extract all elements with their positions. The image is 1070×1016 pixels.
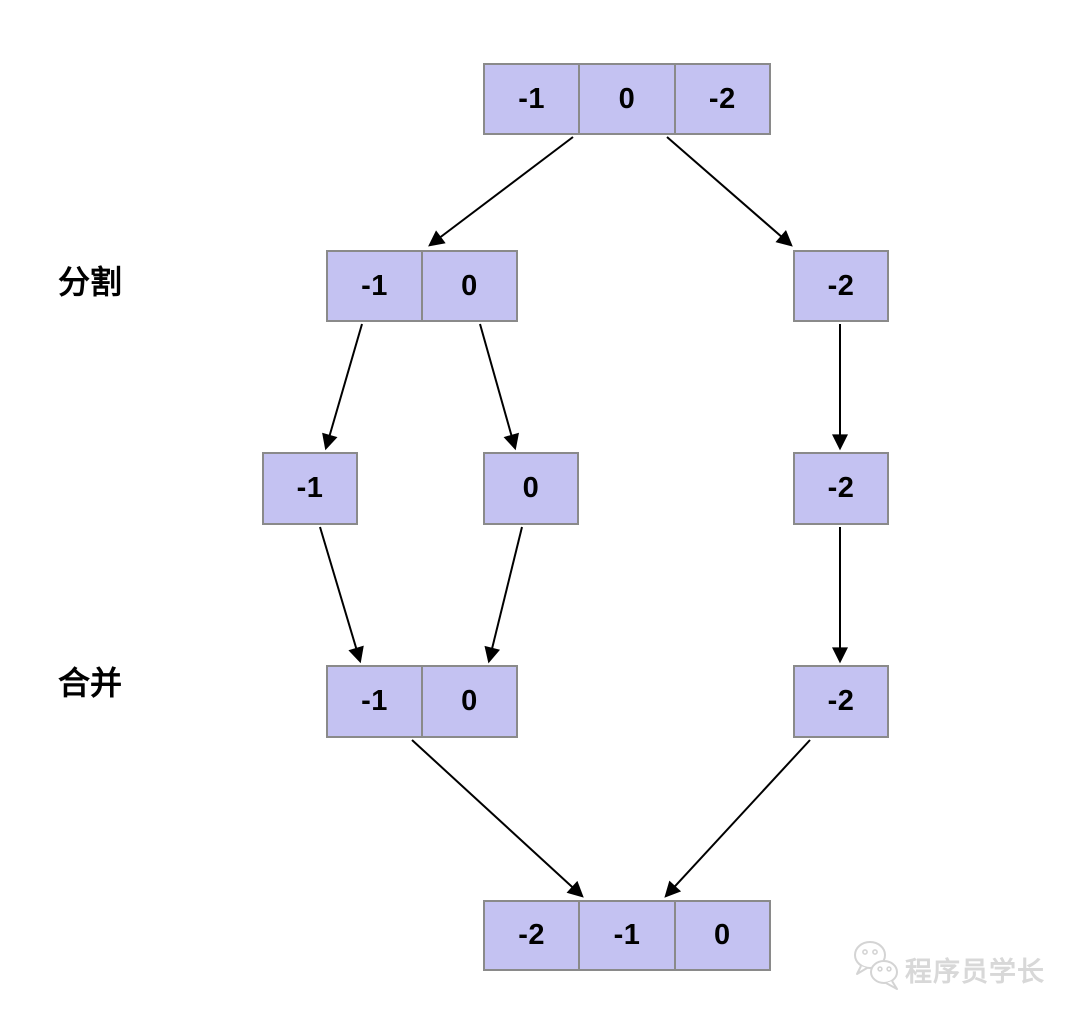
array-single-mid: 0 [483,452,579,525]
arrow-top-to-split-left [428,136,574,247]
array-cell: 0 [421,667,516,736]
array-cell: -2 [673,65,769,133]
array-cell: -1 [578,902,674,969]
wechat-bubbles-icon [853,940,901,999]
arrow-merge-left-to-final [411,739,584,898]
array-cell: -1 [328,667,421,736]
array-cell: -2 [795,252,887,320]
array-cell: 0 [421,252,516,320]
arrow-single-mid-to-merge-left [484,526,523,664]
array-cell: -2 [485,902,579,969]
array-cell: -1 [328,252,421,320]
array-cell: 0 [485,454,577,523]
array-single-right: -2 [793,452,889,525]
array-split-left: -1 0 [326,250,518,322]
arrow-top-to-split-right [666,136,793,247]
array-top: -1 0 -2 [483,63,771,135]
array-cell: 0 [673,902,769,969]
array-cell: 0 [578,65,674,133]
array-merge-left: -1 0 [326,665,518,738]
array-single-left: -1 [262,452,358,525]
watermark: 程序员学长 [853,940,1045,999]
array-cell: -1 [485,65,579,133]
array-cell: -2 [795,454,887,523]
array-final: -2 -1 0 [483,900,771,971]
array-split-right: -2 [793,250,889,322]
arrow-splitleft-to-single-mid [479,323,520,451]
arrow-splitleft-to-single-left [322,323,363,451]
arrow-merge-right-to-final [664,739,811,898]
array-cell: -2 [795,667,887,736]
merge-stage-label: 合并 [58,665,123,701]
split-stage-label: 分割 [58,264,123,300]
array-cell: -1 [264,454,356,523]
array-merge-right: -2 [793,665,889,738]
arrow-single-left-to-merge-left [319,526,364,664]
watermark-text: 程序员学长 [905,957,1045,987]
